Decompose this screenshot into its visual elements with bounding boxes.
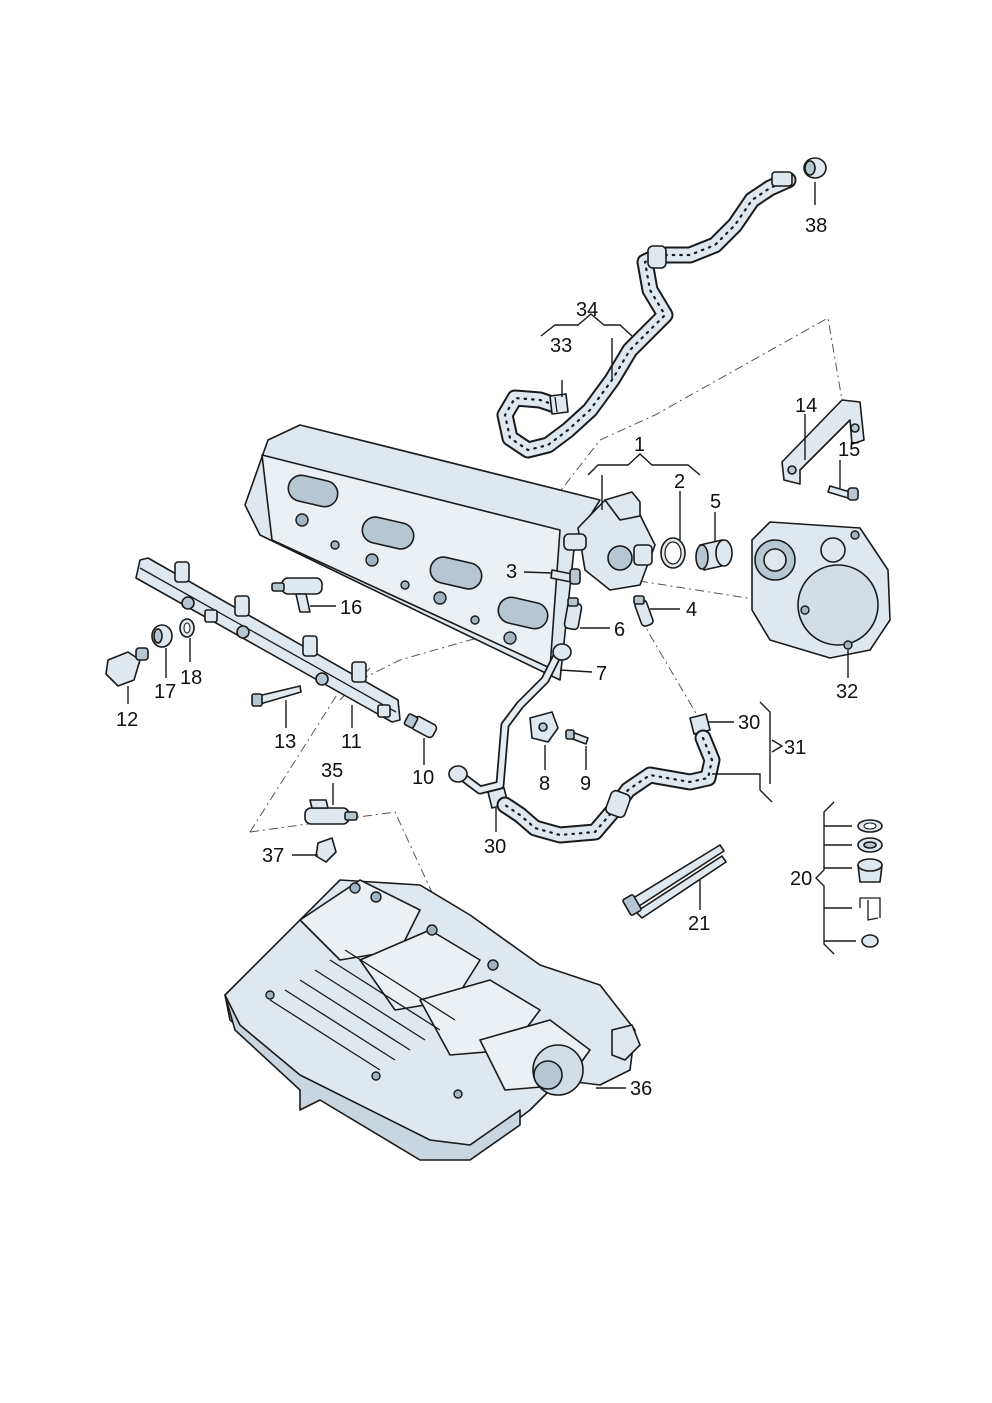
- callout-5: 5: [710, 491, 721, 513]
- part-fuel-rail-11: [135, 557, 401, 723]
- part-intake-manifold-36: [224, 879, 641, 1161]
- part-bolt-13: [251, 685, 302, 707]
- callout-33: 33: [550, 335, 572, 357]
- part-seal-ring-18: [179, 618, 195, 638]
- callout-9: 9: [580, 773, 591, 795]
- callout-35: 35: [321, 760, 343, 782]
- part-bolt-15: [827, 485, 859, 501]
- callout-12: 12: [116, 709, 138, 731]
- callout-37: 37: [262, 845, 284, 867]
- part-injector-35: [304, 799, 358, 825]
- part-bracket-8: [529, 711, 559, 743]
- callout-1: 1: [634, 434, 645, 456]
- part-vacuum-pump-32: [751, 521, 891, 659]
- part-bolt-3: [550, 568, 581, 585]
- callout-36: 36: [630, 1078, 652, 1100]
- part-o-ring-2: [660, 537, 686, 569]
- part-cable-tie-21: [622, 844, 727, 919]
- callout-32: 32: [836, 681, 858, 703]
- callout-labels: 38 34 33 14 15 1 2 5 3 4 6 7 16 18 17 12…: [116, 215, 860, 1100]
- callout-17: 17: [154, 681, 176, 703]
- callout-34: 34: [576, 299, 598, 321]
- part-cylinder-head-face: [244, 424, 601, 681]
- part-repair-kit-20: [857, 819, 883, 948]
- callout-4: 4: [686, 599, 697, 621]
- callout-14: 14: [795, 395, 817, 417]
- part-hose-clip-30-upper: [689, 713, 711, 735]
- part-adapter-17: [151, 624, 173, 648]
- part-vacuum-hose-34: [496, 171, 797, 459]
- part-end-cap-38: [803, 157, 827, 179]
- part-hose-clip-33: [549, 393, 569, 415]
- part-connector-4: [633, 595, 654, 627]
- part-union-fitting-10: [403, 713, 438, 739]
- callout-2: 2: [674, 471, 685, 493]
- part-roller-tappet-5: [695, 539, 733, 571]
- callout-30-upper: 30: [738, 712, 760, 734]
- callout-11: 11: [341, 731, 362, 753]
- part-bracket-14: [781, 399, 865, 485]
- callout-18: 18: [180, 667, 202, 689]
- leader-lines: [127, 182, 856, 1089]
- callout-8: 8: [539, 773, 550, 795]
- callout-6: 6: [614, 619, 625, 641]
- callout-16: 16: [340, 597, 362, 619]
- part-bolt-9: [565, 729, 589, 745]
- callout-31: 31: [784, 737, 806, 759]
- part-pressure-sensor-12: [105, 647, 149, 687]
- callout-30-lower: 30: [484, 836, 506, 858]
- part-vacuum-hose-31: [496, 729, 721, 844]
- callout-38: 38: [805, 215, 827, 237]
- callout-15: 15: [838, 439, 860, 461]
- part-connector-6: [563, 597, 583, 631]
- callout-7: 7: [596, 663, 607, 685]
- part-high-pressure-line-7: [448, 643, 572, 795]
- part-high-pressure-pump-1: [563, 491, 656, 591]
- part-injector-16: [271, 577, 323, 613]
- callout-10: 10: [412, 767, 434, 789]
- part-clip-37: [315, 837, 337, 863]
- callout-20: 20: [790, 868, 812, 890]
- callout-3: 3: [506, 561, 517, 583]
- callout-21: 21: [688, 913, 710, 935]
- callout-13: 13: [274, 731, 296, 753]
